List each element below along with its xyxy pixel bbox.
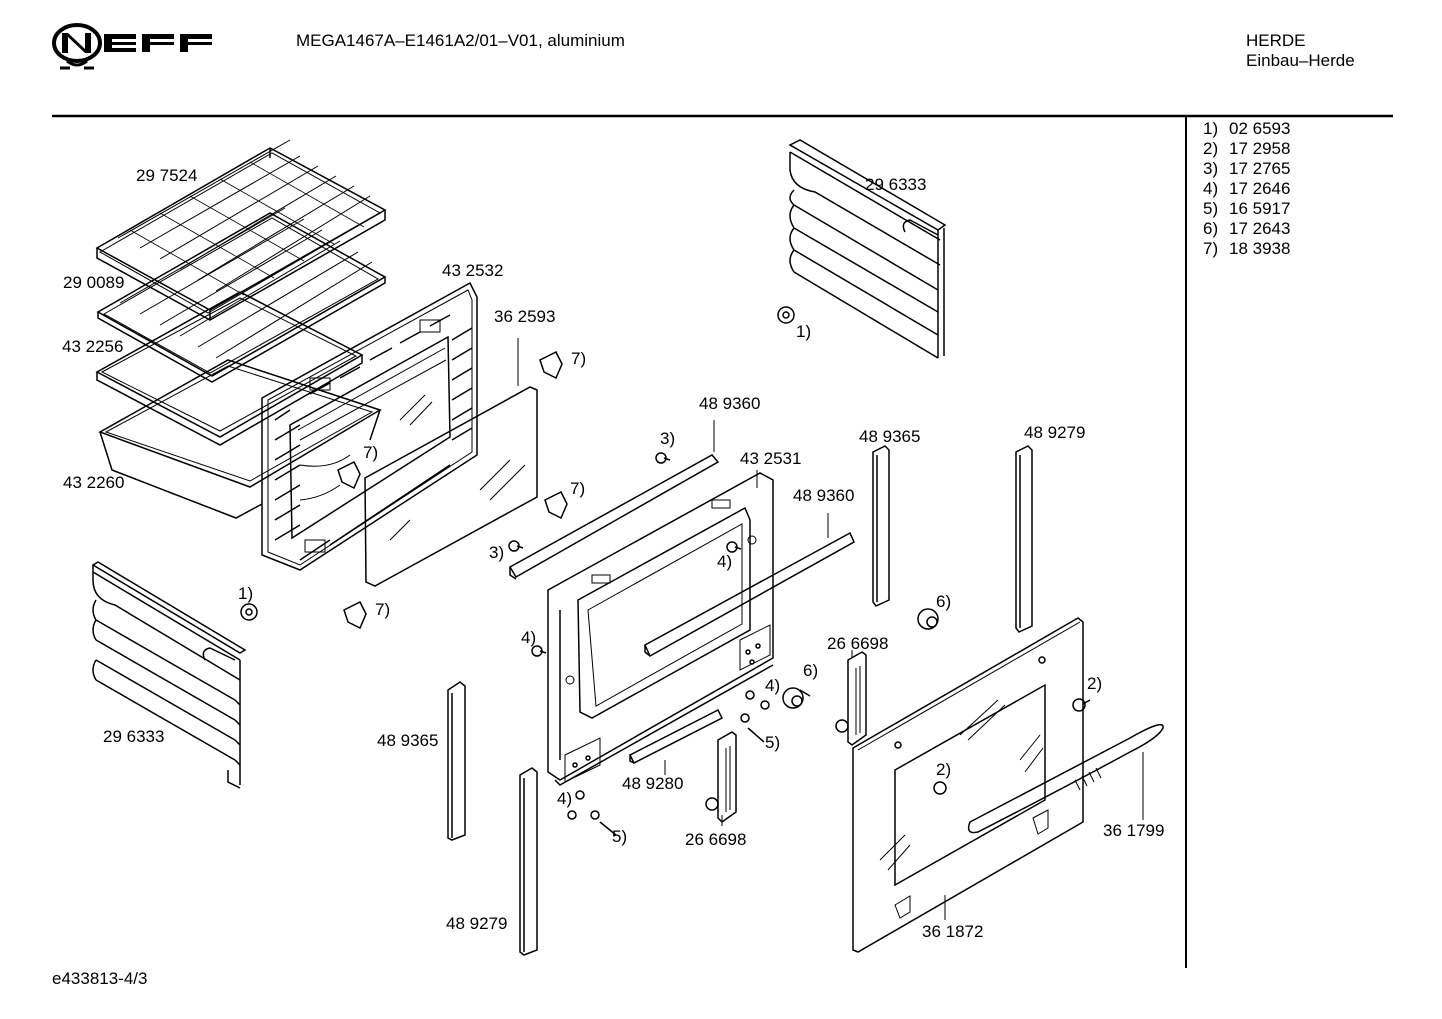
callout: 7) xyxy=(571,349,587,368)
fasteners xyxy=(240,306,1091,836)
label-seal-strip-a: 48 9360 xyxy=(699,394,761,413)
label-inner-glass: 36 2593 xyxy=(494,307,556,326)
legend-row: 2)17 2958 xyxy=(1203,139,1291,158)
label-rack-top: 29 7524 xyxy=(136,166,198,185)
middle-door-frame xyxy=(547,470,774,786)
rack-top xyxy=(95,139,387,322)
label-seal-strip-b: 48 9360 xyxy=(793,486,855,505)
label-deep-tray: 43 2260 xyxy=(63,473,125,492)
label-side-strip-left-2: 48 9279 xyxy=(446,914,508,933)
legend-row: 5)16 5917 xyxy=(1203,199,1291,218)
callout: 4) xyxy=(521,628,537,647)
side-rail-left xyxy=(91,561,247,789)
neff-logo xyxy=(52,22,222,72)
hinge-left xyxy=(835,650,867,746)
seal-strip-c xyxy=(628,708,724,775)
label-side-rail-left: 29 6333 xyxy=(103,727,165,746)
legend-row: 6)17 2643 xyxy=(1203,219,1291,238)
label-hinge-right: 26 6698 xyxy=(685,830,747,849)
callout: 6) xyxy=(803,661,819,680)
callout: 3) xyxy=(660,429,676,448)
hinge-right xyxy=(705,731,737,826)
grid-shelf xyxy=(96,207,387,383)
label-middle-door-frame: 43 2531 xyxy=(740,449,802,468)
side-strip-left-1 xyxy=(447,681,466,841)
parts-legend: 1)02 6593 2)17 2958 3)17 2765 4)17 2646 … xyxy=(1203,119,1290,259)
callout: 2) xyxy=(1087,674,1103,693)
label-baking-tray: 43 2256 xyxy=(62,337,124,356)
seal-strip-b xyxy=(644,513,855,658)
legend-row: 3)17 2765 xyxy=(1203,159,1291,178)
side-strip-left-2 xyxy=(519,767,538,956)
neff-logo-mark xyxy=(52,23,212,70)
label-side-strip-right-2: 48 9279 xyxy=(1024,423,1086,442)
label-side-strip-right-1: 48 9365 xyxy=(859,427,921,446)
category-label: HERDE xyxy=(1246,31,1306,50)
document-id: e433813-4/3 xyxy=(52,969,148,988)
callout: 5) xyxy=(612,827,628,846)
callout: 2) xyxy=(936,760,952,779)
inner-door-frame xyxy=(261,281,478,571)
label-inner-door-frame: 43 2532 xyxy=(442,261,504,280)
callout: 1) xyxy=(796,322,812,341)
subcategory-label: Einbau–Herde xyxy=(1246,51,1355,70)
side-strip-right-2 xyxy=(1015,445,1033,633)
callout: 7) xyxy=(375,600,391,619)
label-handle: 36 1799 xyxy=(1103,821,1165,840)
label-grid-shelf: 29 0089 xyxy=(63,273,125,292)
model-title: MEGA1467A–E1461A2/01–V01, aluminium xyxy=(296,31,625,50)
callout: 3) xyxy=(489,543,505,562)
label-outer-door: 36 1872 xyxy=(922,922,984,941)
inner-glass xyxy=(364,338,538,587)
legend-row: 4)17 2646 xyxy=(1203,179,1291,198)
baking-tray xyxy=(95,291,364,446)
callout: 6) xyxy=(936,592,952,611)
label-seal-strip-c: 48 9280 xyxy=(622,774,684,793)
callout: 7) xyxy=(363,443,379,462)
callout: 4) xyxy=(765,676,781,695)
callout: 7) xyxy=(570,479,586,498)
label-side-rail-right: 29 6333 xyxy=(865,175,927,194)
deep-tray xyxy=(98,359,382,519)
legend-row: 1)02 6593 xyxy=(1203,119,1291,138)
callout: 1) xyxy=(238,584,254,603)
label-side-strip-left-1: 48 9365 xyxy=(377,731,439,750)
side-rail-right xyxy=(788,139,947,359)
label-hinge-left: 26 6698 xyxy=(827,634,889,653)
outer-door xyxy=(852,617,1084,953)
side-strip-right-1 xyxy=(872,445,890,607)
handle xyxy=(967,723,1164,834)
legend-row: 7)18 3938 xyxy=(1203,239,1291,258)
callout: 4) xyxy=(557,789,573,808)
callout: 4) xyxy=(717,552,733,571)
seal-strip-a xyxy=(508,420,720,580)
callout: 5) xyxy=(765,733,781,752)
